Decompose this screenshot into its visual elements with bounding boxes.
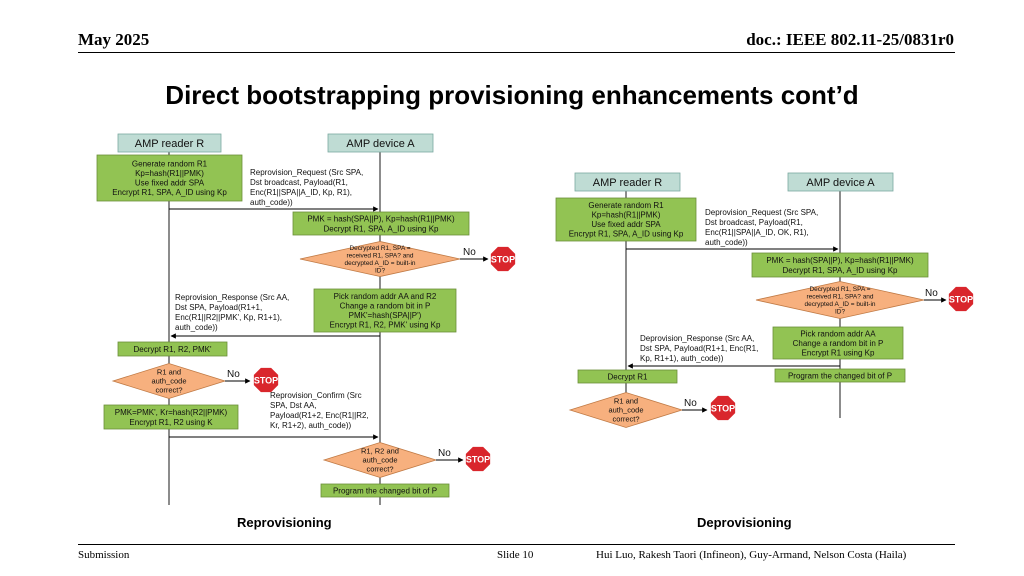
reprov-pmkprime-box-text: PMK=PMK', Kr=hash(R2||PMK)Encrypt R1, R2… (115, 408, 228, 427)
reprov-device-header (327, 133, 434, 153)
deprov-device-header-label: AMP device A (806, 177, 875, 189)
deprov-stop1 (947, 285, 975, 313)
reprov-stop2-label: STOP (254, 376, 278, 386)
reprov-decrypt-box-text: Decrypt R1, R2, PMK' (134, 345, 212, 354)
deprov-decrypt-box-text: Decrypt R1 (607, 372, 648, 381)
deprov-pmk-box (751, 252, 929, 278)
deprov-stop2 (709, 394, 737, 422)
slide-title: Direct bootstrapping provisioning enhanc… (165, 80, 859, 110)
reprov-device-check-diamond-text: Decrypted R1, SPA =received R1, SPA? and… (345, 245, 416, 275)
reprov-no3-label: No (438, 448, 451, 459)
deprov-device-check-diamond-text: Decrypted R1, SPA =received R1, SPA? and… (805, 286, 876, 316)
footer-authors: Hui Luo, Rakesh Taori (Infineon), Guy-Ar… (596, 549, 907, 561)
reprov-pmk-box (292, 211, 470, 236)
reprov-no2-label: No (227, 369, 240, 380)
caption-reprovisioning: Reprovisioning (237, 515, 332, 530)
deprov-program-box-text: Program the changed bit of P (788, 371, 892, 380)
deprov-program-box (774, 368, 906, 383)
reprov-pmkprime-box (103, 404, 239, 430)
footer-slide-number: Slide 10 (497, 549, 534, 561)
reprov-stop2 (252, 366, 280, 394)
deprov-stop2-label: STOP (711, 404, 735, 414)
deprov-request-label: Deprovision_Request (Src SPA,Dst broadca… (705, 208, 818, 247)
reprov-stop3-label: STOP (466, 455, 490, 465)
reprov-stop3 (464, 445, 492, 473)
header-doc-id: doc.: IEEE 802.11-25/0831r0 (746, 30, 954, 49)
deprov-stop1-label: STOP (949, 295, 973, 305)
caption-deprovisioning: Deprovisioning (697, 515, 792, 530)
footer-divider (78, 544, 955, 545)
reprov-stop1 (489, 245, 517, 273)
reprov-pmk-box-text: PMK = hash(SPA||P), Kp=hash(R1||PMK)Decr… (307, 214, 455, 233)
deprov-response-label: Deprovision_Response (Src AA,Dst SPA, Pa… (640, 334, 758, 363)
reprov-reader-header (117, 133, 222, 153)
reprov-device-header-label: AMP device A (346, 138, 415, 150)
reprov-program-box (320, 483, 450, 498)
reprov-stop1-label: STOP (491, 255, 515, 265)
header-date: May 2025 (78, 30, 150, 49)
deprov-no2-label: No (684, 398, 697, 409)
deprov-reader-header (574, 172, 681, 192)
footer-submission: Submission (78, 549, 130, 561)
reprov-pick-box (313, 288, 457, 333)
reprov-decrypt-box (117, 341, 228, 357)
reprov-generate-box (96, 154, 243, 202)
deprov-device-header (787, 172, 894, 192)
reprov-response-label: Reprovision_Response (Src AA,Dst SPA, Pa… (175, 293, 289, 332)
reprov-no1-label: No (463, 247, 476, 258)
reprov-program-box-text: Program the changed bit of P (333, 486, 437, 495)
deprov-decrypt-box (577, 369, 678, 384)
header-divider (78, 52, 955, 53)
reprov-request-label: Reprovision_Request (Src SPA,Dst broadca… (250, 168, 363, 207)
deprov-pmk-box-text: PMK = hash(SPA||P), Kp=hash(R1||PMK)Decr… (766, 256, 914, 275)
deprov-pick-box (772, 326, 904, 360)
deprov-reader-header-label: AMP reader R (593, 177, 663, 189)
deprov-no1-label: No (925, 288, 938, 299)
deprov-generate-box (555, 197, 697, 242)
reprov-reader-header-label: AMP reader R (135, 138, 205, 150)
